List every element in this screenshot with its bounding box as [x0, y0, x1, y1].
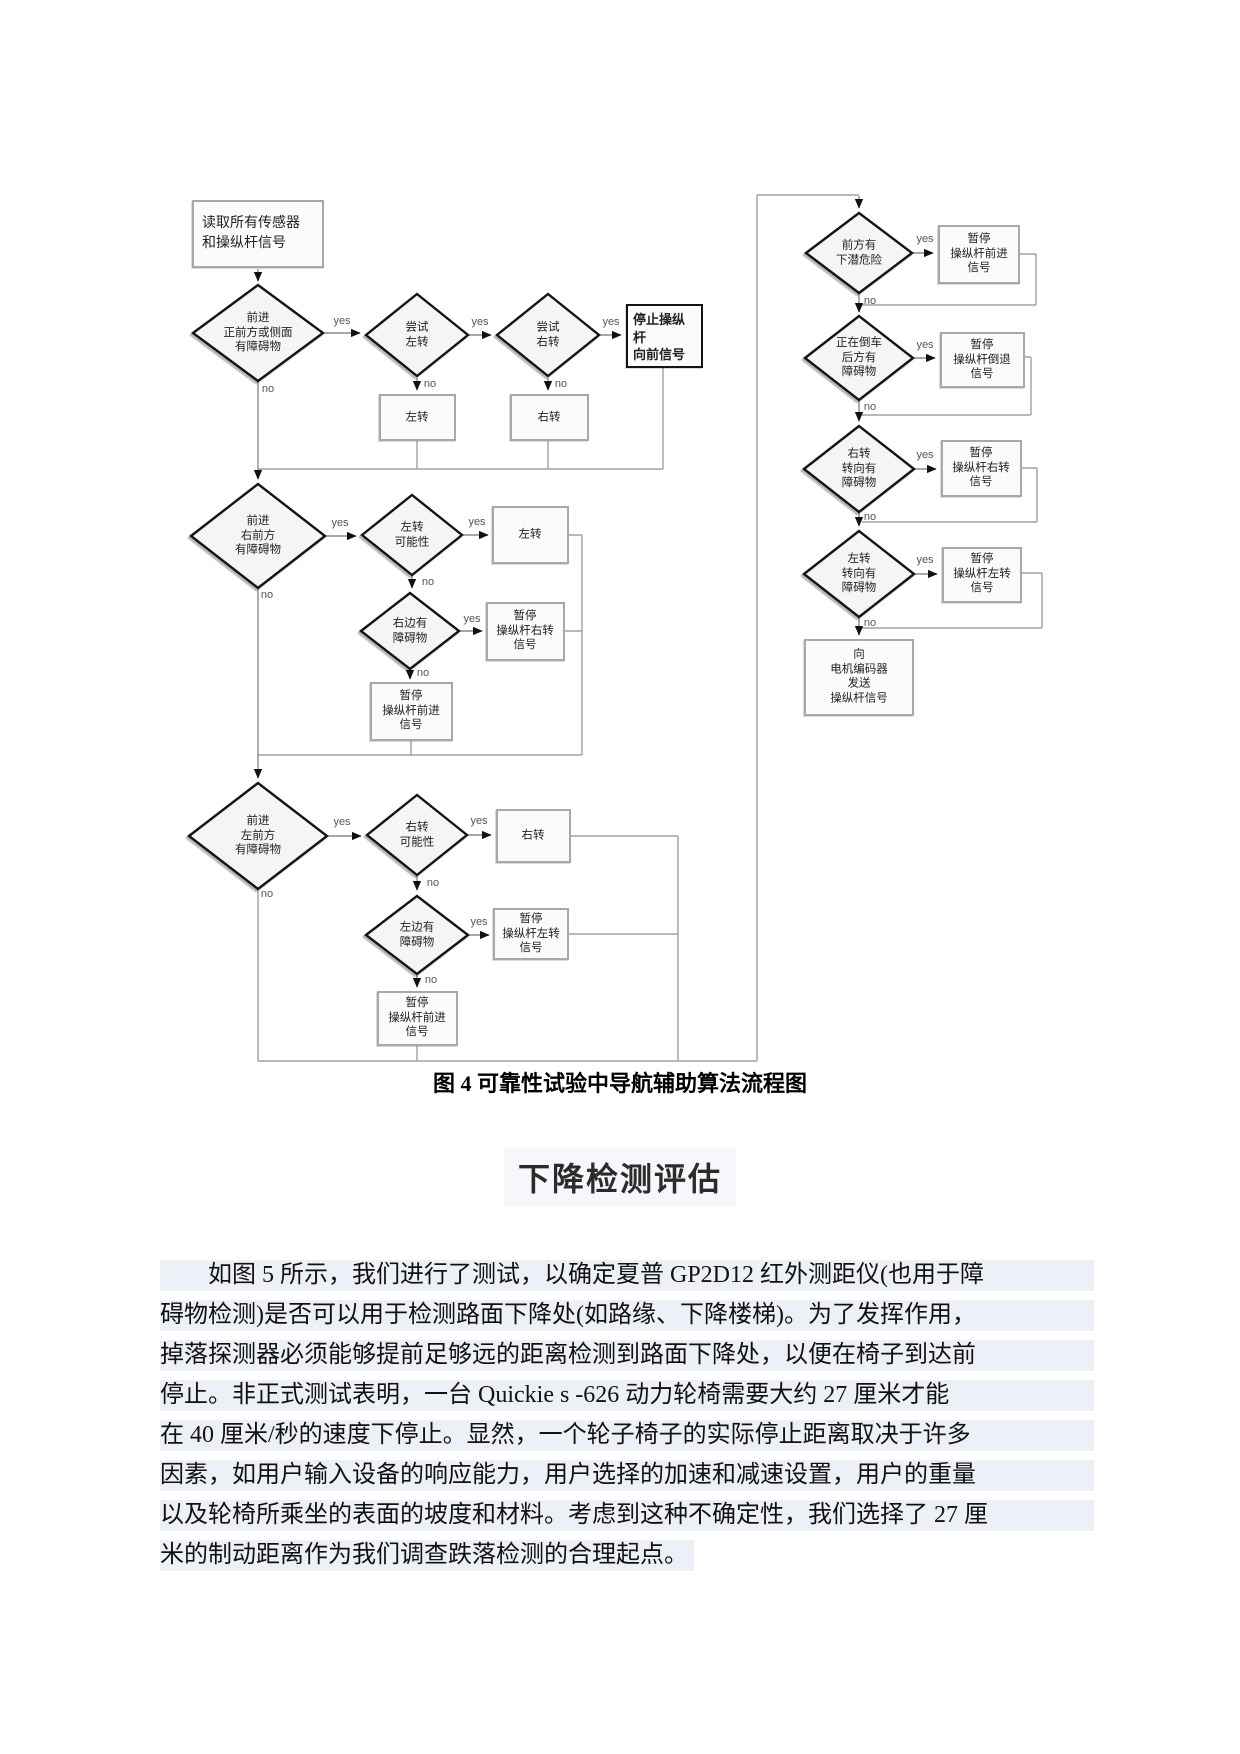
edge-label-yes: yes [468, 516, 486, 528]
label-left-turn-obstacle: 左转 转向有 障碍物 [841, 552, 877, 595]
label-right-front-obstacle: 前进 右前方 有障碍物 [235, 514, 281, 557]
edge-label-no: no [260, 589, 274, 601]
label-drop-hazard: 前方有 下潜危险 [836, 239, 882, 266]
label-pause-forward-low: 暂停 操纵杆前进 信号 [388, 996, 446, 1039]
diamond-left-front-obstacle [187, 781, 329, 891]
edge-label-yes: yes [916, 339, 934, 351]
box-turn-right-2 [496, 809, 571, 863]
box-turn-left-2 [492, 506, 569, 564]
box-pause-left-right [942, 547, 1022, 603]
label-left-front-obstacle: 前进 左前方 有障碍物 [235, 814, 281, 857]
diamond-try-right [495, 292, 601, 378]
edge-label-no: no [863, 295, 877, 307]
edge-label-yes: yes [470, 815, 488, 827]
label-turn-right-2: 右转 [521, 829, 545, 842]
diamond-left-turn-possible [360, 493, 464, 577]
label-right-side-obstacle: 右边有 障碍物 [392, 617, 428, 644]
figure-4-flowchart: 读取所有传感器 和操纵杆信号 前进 正前方或侧面 有障碍物 尝试 左转 尝试 右… [187, 194, 1043, 1062]
edge-label-yes: yes [602, 316, 620, 328]
flowchart-svg [187, 194, 1043, 1062]
box-pause-forward-mid [370, 682, 453, 741]
diamond-right-turn-obstacle [802, 424, 916, 514]
label-pause-left-right: 暂停 操纵杆左转 信号 [953, 552, 1011, 595]
edge-label-yes: yes [331, 517, 349, 529]
box-turn-right-1 [510, 394, 589, 441]
box-pause-forward-low [377, 991, 458, 1046]
label-turn-left-2: 左转 [518, 528, 542, 541]
box-pause-left-low [493, 908, 569, 960]
paragraph-line: 碍物检测)是否可以用于检测路面下降处(如路缘、下降楼梯)。为了发挥作用， [160, 1300, 1094, 1331]
label-send-to-encoder: 向 电机编码器 发送 操纵杆信号 [830, 648, 888, 705]
diamond-drop-hazard [804, 211, 914, 295]
edge-label-yes: yes [916, 233, 934, 245]
paragraph-line: 米的制动距离作为我们调查跌落检测的合理起点。 [160, 1540, 694, 1571]
edge-label-yes: yes [916, 449, 934, 461]
label-right-turn-possible: 右转 可能性 [399, 821, 435, 848]
label-pause-right-mid: 暂停 操纵杆右转 信号 [496, 609, 554, 652]
edge-label-no: no [261, 383, 275, 395]
edge-label-no: no [423, 378, 437, 390]
paragraph-line: 在 40 厘米/秒的速度下停止。显然，一个轮子椅子的实际停止距离取决于许多 [160, 1420, 1094, 1451]
label-right-turn-obstacle: 右转 转向有 障碍物 [841, 447, 877, 490]
edge-label-yes: yes [916, 554, 934, 566]
edge-label-yes: yes [333, 816, 351, 828]
label-pause-reverse: 暂停 操纵杆倒退 信号 [953, 338, 1011, 381]
edge-label-yes: yes [463, 613, 481, 625]
paragraph-line: 停止。非正式测试表明，一台 Quickie s -626 动力轮椅需要大约 27… [160, 1380, 1094, 1411]
edge-label-no: no [260, 888, 274, 900]
label-left-turn-possible: 左转 可能性 [394, 521, 430, 548]
paragraph-line: 因素，如用户输入设备的响应能力，用户选择的加速和减速设置，用户的重量 [160, 1460, 1094, 1491]
diamond-left-side-obstacle [364, 894, 470, 976]
label-try-right: 尝试 右转 [536, 321, 560, 348]
paragraph-line: 如图 5 所示，我们进行了测试，以确定夏普 GP2D12 红外测距仪(也用于障 [160, 1260, 1094, 1291]
box-read-sensors [192, 200, 324, 268]
label-turn-right-1: 右转 [537, 411, 561, 424]
edge-label-yes: yes [471, 316, 489, 328]
diamond-right-side-obstacle [359, 591, 461, 671]
edge-label-no: no [554, 378, 568, 390]
label-pause-left-low: 暂停 操纵杆左转 信号 [502, 912, 560, 955]
edge-label-no: no [863, 511, 877, 523]
box-pause-reverse [940, 332, 1025, 388]
label-try-left: 尝试 左转 [405, 321, 429, 348]
label-front-side-obstacle: 前进 正前方或侧面 有障碍物 [223, 311, 293, 354]
box-pause-forward-right [938, 225, 1020, 284]
paragraph-line: 以及轮椅所乘坐的表面的坡度和材料。考虑到这种不确定性，我们选择了 27 厘 [160, 1500, 1094, 1531]
edge-label-no: no [416, 667, 430, 679]
diamond-reversing-rear [803, 314, 915, 402]
box-send-to-encoder [804, 639, 914, 716]
edge-label-yes: yes [470, 916, 488, 928]
diamond-front-side-obstacle [190, 283, 326, 383]
edge-label-no: no [426, 877, 440, 889]
box-pause-right-mid [486, 602, 565, 661]
figure-caption: 图 4 可靠性试验中导航辅助算法流程图 [432, 1071, 807, 1096]
edge-label-no: no [421, 576, 435, 588]
section-heading: 下降检测评估 [503, 1148, 736, 1206]
label-turn-left-1: 左转 [405, 411, 429, 424]
connector-lines [257, 194, 1043, 1062]
edge-label-no: no [863, 401, 877, 413]
diamond-right-front-obstacle [189, 482, 327, 590]
label-pause-forward-mid: 暂停 操纵杆前进 信号 [382, 689, 440, 732]
edge-label-no: no [424, 974, 438, 986]
edge-label-yes: yes [333, 315, 351, 327]
box-pause-right-right [941, 440, 1022, 497]
diamond-try-left [364, 292, 470, 378]
edge-label-no: no [863, 617, 877, 629]
paragraph-line: 掉落探测器必须能够提前足够远的距离检测到路面下降处，以便在椅子到达前 [160, 1340, 1094, 1371]
box-stop-joystick-forward [626, 304, 703, 368]
label-read-sensors: 读取所有传感器 和操纵杆信号 [202, 214, 300, 251]
label-pause-right-right: 暂停 操纵杆右转 信号 [952, 446, 1010, 489]
label-stop-joystick-forward: 停止操纵 杆 向前信号 [633, 312, 686, 363]
diamond-left-turn-obstacle [802, 529, 916, 619]
box-turn-left-1 [379, 394, 456, 441]
diamond-right-turn-possible [365, 793, 469, 877]
label-pause-forward-right: 暂停 操纵杆前进 信号 [950, 232, 1008, 275]
body-paragraph: 如图 5 所示，我们进行了测试，以确定夏普 GP2D12 红外测距仪(也用于障 … [160, 1260, 1094, 1580]
section-heading-wrap: 下降检测评估 [0, 1148, 1240, 1206]
label-reversing-rear: 正在倒车 后方有 障碍物 [836, 336, 882, 379]
label-left-side-obstacle: 左边有 障碍物 [399, 921, 435, 948]
